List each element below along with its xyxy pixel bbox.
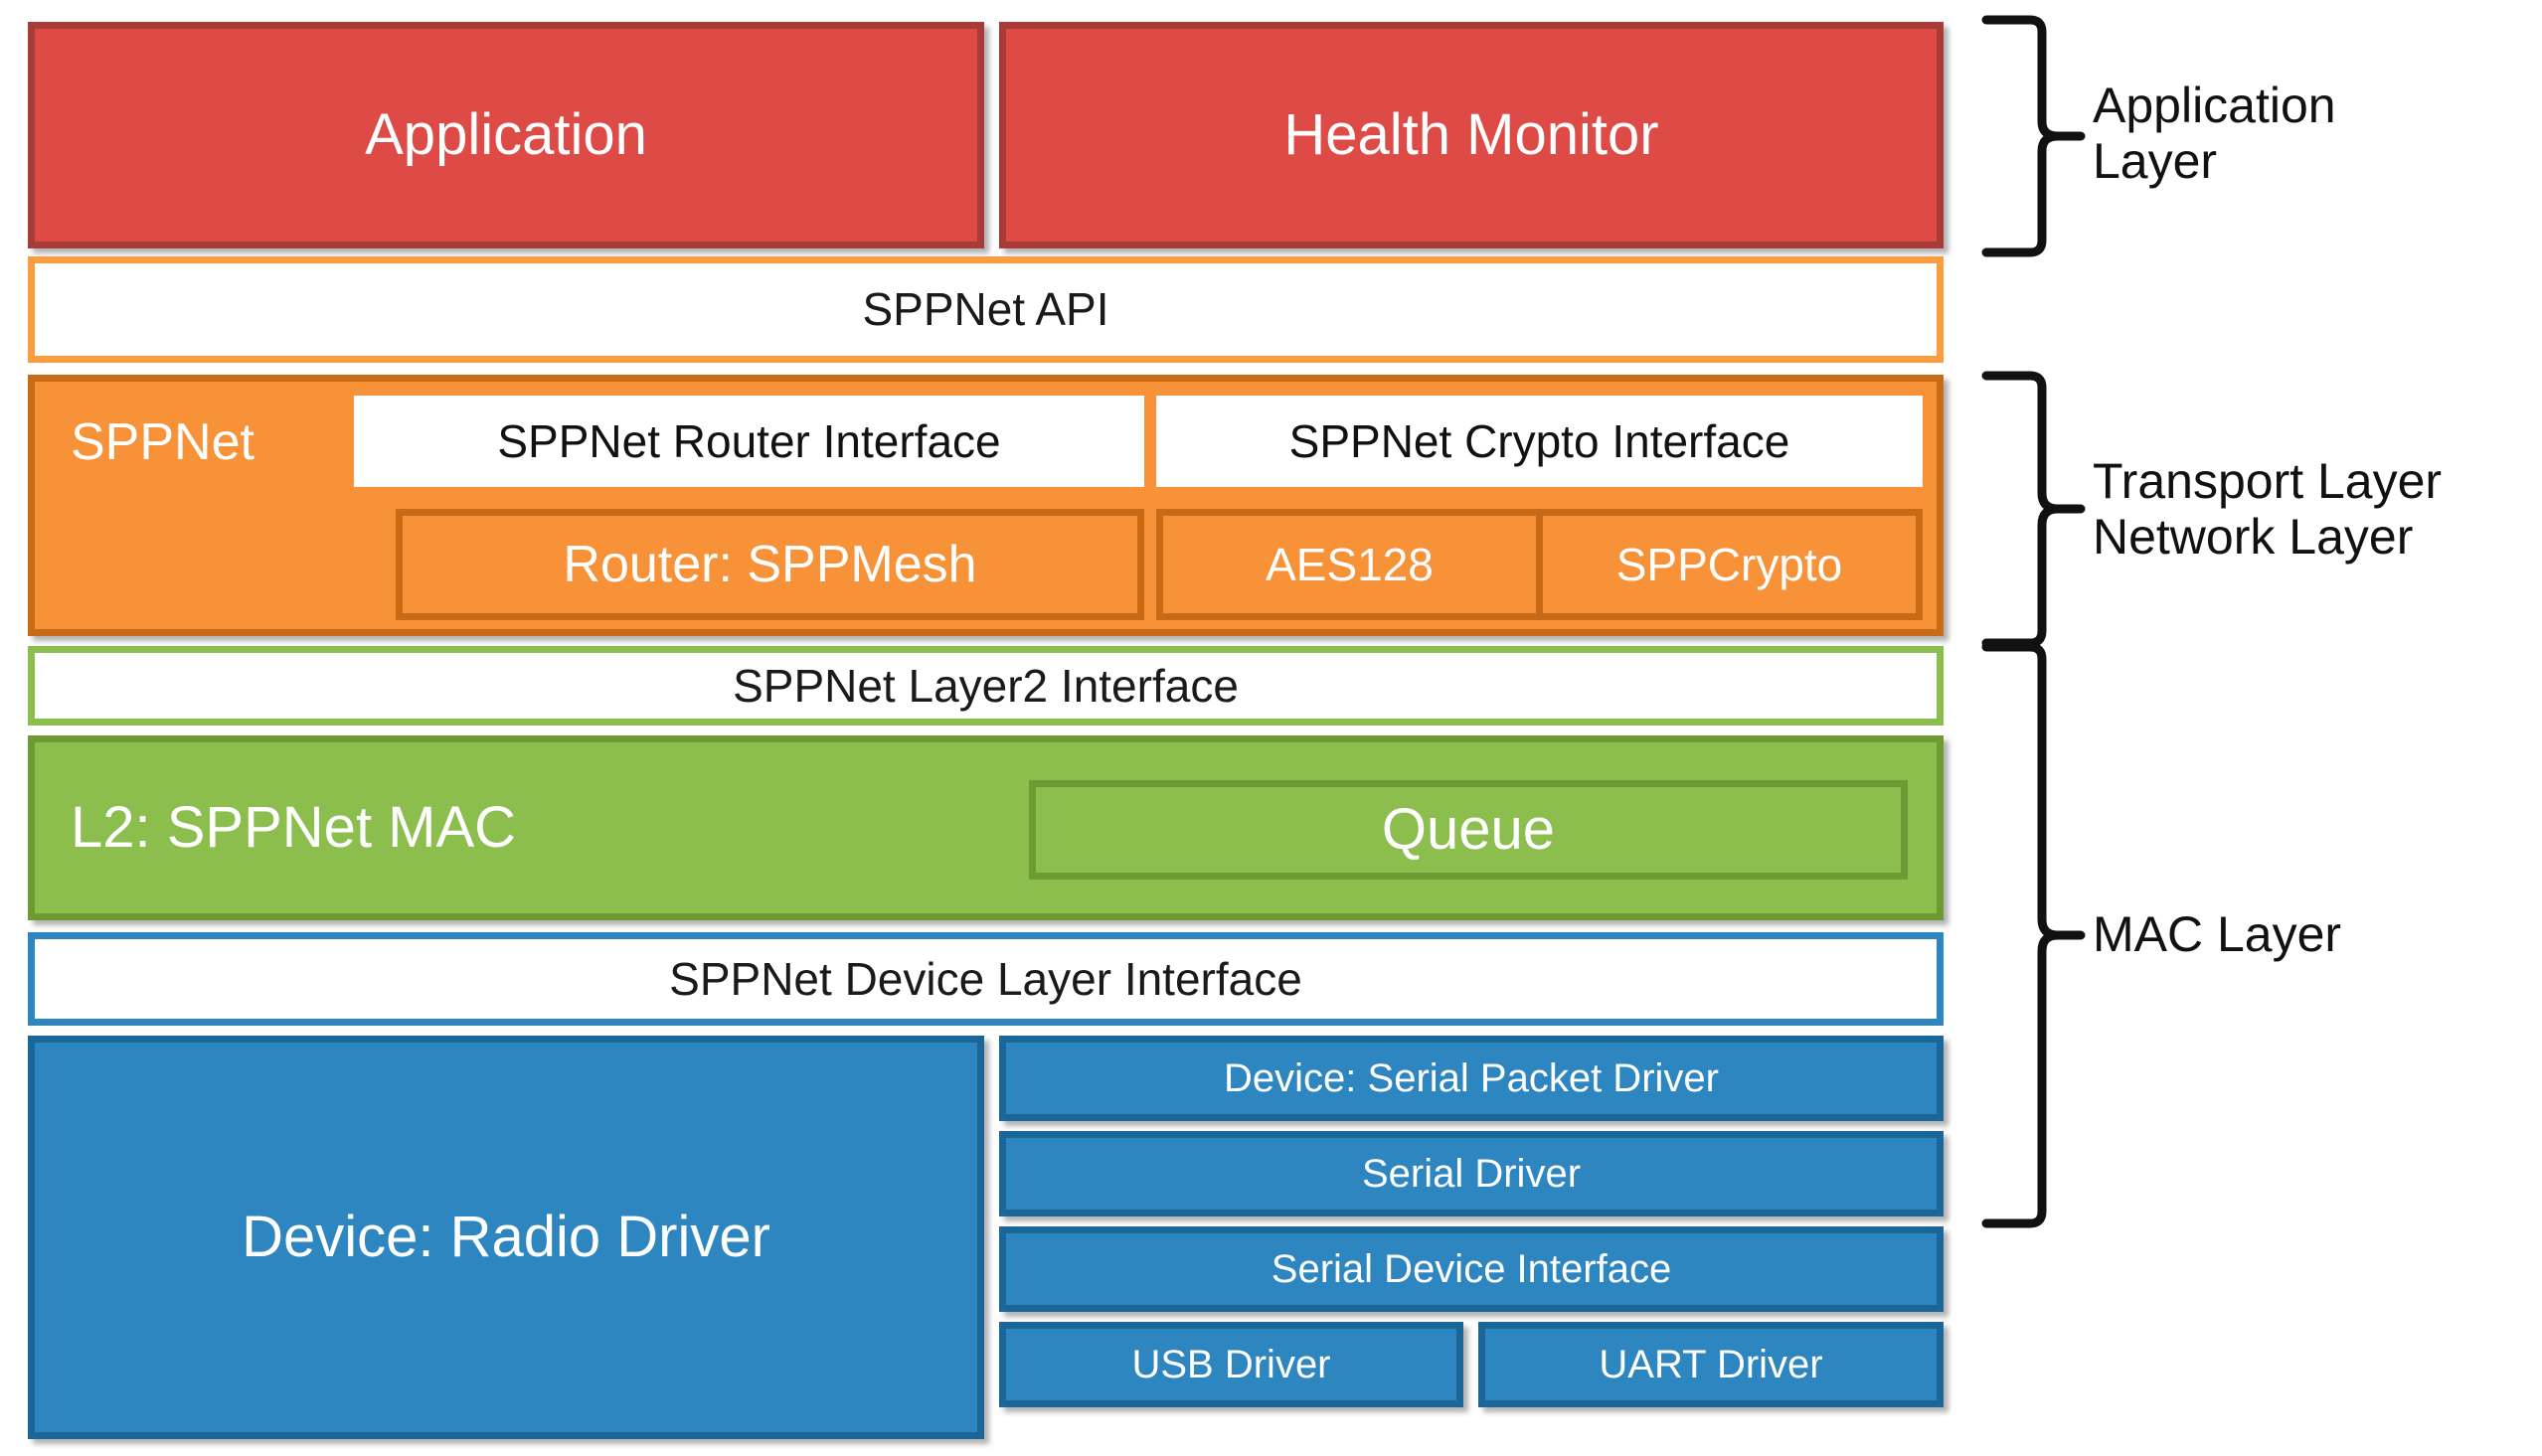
bracket-label-transport-network-layer: Transport Layer Network Layer <box>2093 453 2443 565</box>
bracket-label-application-layer: Application Layer <box>2093 78 2336 189</box>
block-sppnet-router-interface: SPPNet Router Interface <box>354 396 1144 487</box>
block-queue: Queue <box>1029 780 1908 880</box>
block-usb-driver-label: USB Driver <box>1131 1343 1331 1386</box>
bracket-transport-network-layer <box>1981 371 2086 648</box>
block-serial-driver-label: Serial Driver <box>1361 1152 1582 1196</box>
block-device-serial-packet-driver-label: Device: Serial Packet Driver <box>1224 1056 1719 1100</box>
block-router-sppmesh-label: Router: SPPMesh <box>563 535 977 593</box>
block-application-label: Application <box>365 101 647 167</box>
block-sppnet-layer2-interface-label: SPPNet Layer2 Interface <box>733 659 1239 712</box>
block-sppnet-layer2-interface: SPPNet Layer2 Interface <box>28 646 1944 726</box>
block-device-radio-driver-label: Device: Radio Driver <box>242 1204 770 1269</box>
block-sppnet-router-interface-label: SPPNet Router Interface <box>497 414 1001 467</box>
block-aes128-label: AES128 <box>1266 538 1434 590</box>
block-uart-driver-label: UART Driver <box>1599 1343 1823 1386</box>
bracket-mac-layer <box>1981 642 2086 1228</box>
block-usb-driver: USB Driver <box>999 1322 1463 1407</box>
block-sppnet-device-layer-interface: SPPNet Device Layer Interface <box>28 932 1944 1026</box>
block-health-monitor: Health Monitor <box>999 22 1944 248</box>
bracket-application-layer <box>1981 15 2086 257</box>
block-application: Application <box>28 22 984 248</box>
block-sppnet-crypto-interface-label: SPPNet Crypto Interface <box>1288 414 1790 467</box>
block-uart-driver: UART Driver <box>1478 1322 1944 1407</box>
block-serial-driver: Serial Driver <box>999 1131 1944 1216</box>
block-device-serial-packet-driver: Device: Serial Packet Driver <box>999 1036 1944 1121</box>
bracket-label-mac-layer: MAC Layer <box>2093 906 2342 962</box>
block-sppnet-crypto-interface: SPPNet Crypto Interface <box>1156 396 1923 487</box>
block-sppnet-api-label: SPPNet API <box>862 283 1109 336</box>
block-queue-label: Queue <box>1381 796 1556 862</box>
block-router-sppmesh: Router: SPPMesh <box>396 509 1144 620</box>
block-serial-device-interface-label: Serial Device Interface <box>1271 1247 1672 1291</box>
block-serial-device-interface: Serial Device Interface <box>999 1226 1944 1312</box>
block-health-monitor-label: Health Monitor <box>1283 101 1659 167</box>
block-sppcrypto: SPPCrypto <box>1536 509 1923 620</box>
block-aes128: AES128 <box>1156 509 1543 620</box>
block-sppnet-device-layer-interface-label: SPPNet Device Layer Interface <box>669 952 1302 1005</box>
block-l2-sppnet-mac-label: L2: SPPNet MAC <box>71 794 517 860</box>
container-sppnet-label: SPPNet <box>71 413 254 471</box>
block-sppcrypto-label: SPPCrypto <box>1615 538 1843 590</box>
block-device-radio-driver: Device: Radio Driver <box>28 1036 984 1439</box>
block-sppnet-api: SPPNet API <box>28 256 1944 363</box>
